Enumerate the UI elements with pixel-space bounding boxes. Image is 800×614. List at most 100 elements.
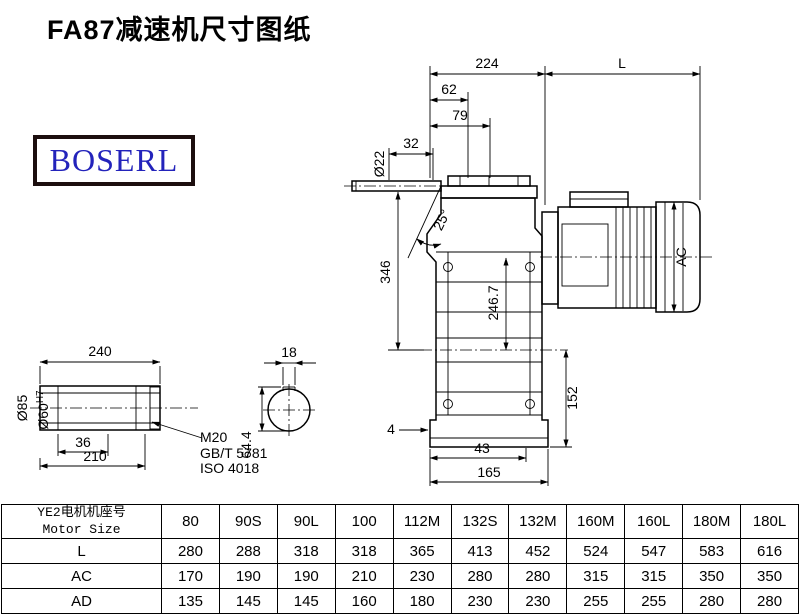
table-cell: 255 bbox=[566, 588, 626, 614]
motor-fan-cover bbox=[655, 201, 701, 313]
dim-32-label: 32 bbox=[403, 135, 419, 151]
bolt-hole bbox=[443, 399, 453, 409]
dim-dia85-label: Ø85 bbox=[14, 395, 30, 422]
table-cell: 210 bbox=[334, 563, 394, 589]
bore-cross-section: 18 64.4 bbox=[238, 344, 316, 459]
row-label-AC: AC bbox=[1, 563, 162, 589]
motor-terminal-box bbox=[569, 191, 629, 208]
table-cell: 190 bbox=[276, 563, 336, 589]
boserl-logo-text: BOSERL bbox=[49, 142, 179, 178]
table-cell: 547 bbox=[624, 538, 684, 564]
dim-79-label: 79 bbox=[452, 107, 468, 123]
table-cell: 315 bbox=[566, 563, 626, 589]
table-cell: 350 bbox=[740, 563, 799, 589]
table-cell: 230 bbox=[392, 563, 452, 589]
bottom-dimensions: 4 43 165 bbox=[387, 421, 549, 486]
motor-stator-section bbox=[561, 223, 609, 287]
dim-4-label: 4 bbox=[387, 421, 395, 437]
dim-240-label: 240 bbox=[88, 343, 112, 359]
dim-25deg-label: 25° bbox=[430, 207, 454, 233]
table-cell: 145 bbox=[276, 588, 336, 614]
dim-152-label: 152 bbox=[564, 386, 580, 410]
frame-col-header: 90L bbox=[276, 504, 336, 539]
table-cell: 280 bbox=[682, 588, 742, 614]
frame-col-header: 80 bbox=[161, 504, 220, 539]
table-row-AD: AD 135 145 145 160 180 230 230 255 255 2… bbox=[1, 588, 799, 614]
table-cell: 135 bbox=[161, 588, 220, 614]
table-cell: 160 bbox=[334, 588, 394, 614]
table-cell: 280 bbox=[740, 588, 799, 614]
bolt-hole bbox=[443, 262, 453, 272]
table-row-AC: AC 170 190 190 210 230 280 280 315 315 3… bbox=[1, 563, 799, 589]
dim-dia22-label: Ø22 bbox=[371, 151, 387, 178]
dim-64.4-label: 64.4 bbox=[238, 431, 254, 458]
table-cell: 318 bbox=[334, 538, 394, 564]
page-title: FA87减速机尺寸图纸 bbox=[47, 15, 312, 45]
table-cell: 413 bbox=[450, 538, 510, 564]
frame-col-header: 160M bbox=[566, 504, 626, 539]
standard-iso-label: ISO 4018 bbox=[200, 460, 259, 476]
motor-size-table: YE2电机机座号 Motor Size 80 90S 90L 100 112M … bbox=[1, 504, 799, 614]
standard-gbt-label: GB/T 5781 bbox=[200, 445, 268, 461]
internal-dimensions: 246.7 AC 152 bbox=[485, 201, 689, 448]
frame-col-header: 160L bbox=[624, 504, 684, 539]
motor-size-header-cell: YE2电机机座号 Motor Size bbox=[1, 504, 162, 539]
table-cell: 280 bbox=[508, 563, 568, 589]
table-cell: 170 bbox=[161, 563, 220, 589]
table-cell: 365 bbox=[392, 538, 452, 564]
motor-size-header-cn: YE2电机机座号 bbox=[37, 505, 126, 521]
top-dimensions: 224 L 62 79 32 bbox=[388, 55, 701, 205]
frame-col-header: 90S bbox=[218, 504, 278, 539]
dim-224-label: 224 bbox=[475, 55, 499, 71]
table-cell: 616 bbox=[740, 538, 799, 564]
frame-col-header: 132M bbox=[508, 504, 568, 539]
table-cell: 288 bbox=[218, 538, 278, 564]
motor-body bbox=[557, 206, 657, 309]
input-shaft bbox=[344, 180, 475, 192]
gearbox-housing bbox=[426, 175, 549, 448]
dim-165-label: 165 bbox=[477, 464, 501, 480]
motor-flange bbox=[541, 211, 559, 305]
dim-346-label: 346 bbox=[377, 260, 393, 284]
table-cell: 280 bbox=[161, 538, 220, 564]
thread-leader-line bbox=[151, 421, 203, 439]
table-cell: 190 bbox=[218, 563, 278, 589]
bolt-hole bbox=[525, 399, 535, 409]
dim-L-label: L bbox=[618, 55, 626, 71]
boserl-logo: BOSERL bbox=[33, 135, 195, 186]
table-cell: 230 bbox=[450, 588, 510, 614]
dim-43-label: 43 bbox=[474, 440, 490, 456]
dim-AC-label: AC bbox=[673, 247, 689, 266]
dim-36-label: 36 bbox=[75, 434, 91, 450]
thread-spec-label: M20 bbox=[200, 429, 227, 445]
table-cell: 180 bbox=[392, 588, 452, 614]
frame-col-header: 180L bbox=[740, 504, 799, 539]
row-label-L: L bbox=[1, 538, 162, 564]
table-cell: 583 bbox=[682, 538, 742, 564]
table-cell: 315 bbox=[624, 563, 684, 589]
frame-col-header: 112M bbox=[392, 504, 452, 539]
row-label-AD: AD bbox=[1, 588, 162, 614]
table-cell: 452 bbox=[508, 538, 568, 564]
table-cell: 318 bbox=[276, 538, 336, 564]
bolt-hole bbox=[525, 262, 535, 272]
table-cell: 280 bbox=[450, 563, 510, 589]
frame-col-header: 132S bbox=[450, 504, 510, 539]
table-cell: 350 bbox=[682, 563, 742, 589]
frame-col-header: 100 bbox=[334, 504, 394, 539]
table-cell: 230 bbox=[508, 588, 568, 614]
table-cell: 145 bbox=[218, 588, 278, 614]
table-cell: 255 bbox=[624, 588, 684, 614]
table-cell: 524 bbox=[566, 538, 626, 564]
dim-dia60H7-label: Ø60H7 bbox=[35, 390, 51, 430]
dim-246.7-label: 246.7 bbox=[485, 285, 501, 320]
dim-18-label: 18 bbox=[281, 344, 297, 360]
table-row-L: L 280 288 318 318 365 413 452 524 547 58… bbox=[1, 538, 799, 564]
output-shaft-detail: 240 Ø85 Ø60H7 36 210 M20 GB/T 5781 ISO 4… bbox=[14, 343, 268, 476]
dim-62-label: 62 bbox=[441, 81, 457, 97]
dim-210-label: 210 bbox=[83, 448, 107, 464]
motor-size-header-en: Motor Size bbox=[42, 521, 121, 537]
table-header-row: YE2电机机座号 Motor Size 80 90S 90L 100 112M … bbox=[1, 504, 799, 539]
frame-col-header: 180M bbox=[682, 504, 742, 539]
gearbox-dimension-drawing: 224 L 62 79 32 Ø22 346 25° 246.7 AC 152 … bbox=[14, 55, 712, 486]
